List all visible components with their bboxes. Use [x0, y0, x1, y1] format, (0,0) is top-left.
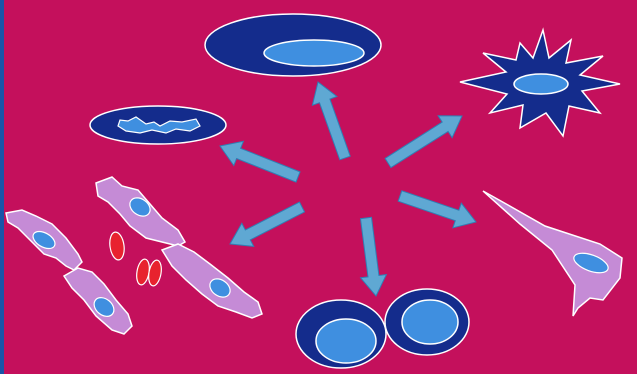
nucleus-icon [316, 319, 376, 363]
flat-oval-cell [90, 106, 226, 144]
nucleus-icon [514, 74, 568, 94]
round-cell-top [205, 14, 381, 76]
nucleus-icon [264, 40, 364, 66]
left-edge-band [0, 0, 4, 374]
nucleus-icon [402, 300, 458, 344]
